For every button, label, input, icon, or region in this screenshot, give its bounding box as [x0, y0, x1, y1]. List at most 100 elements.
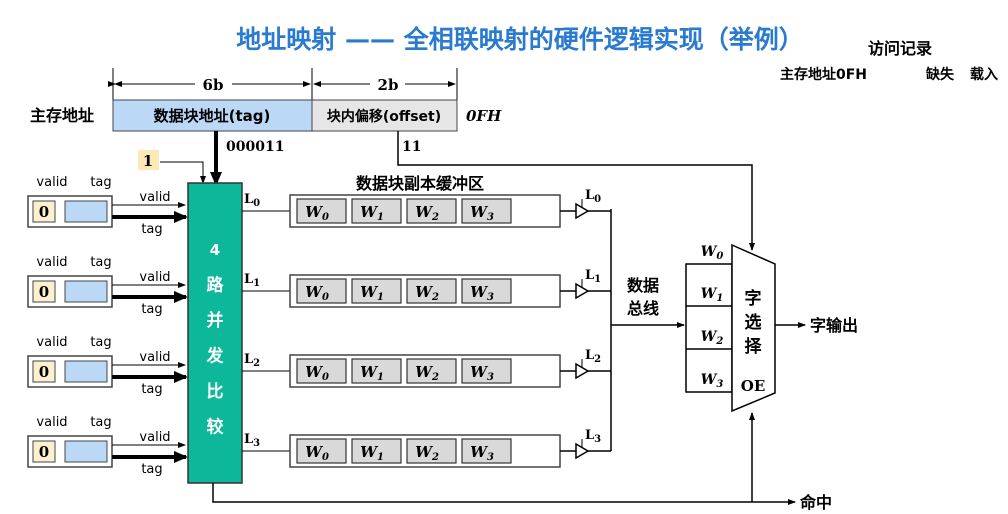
- word-cell: [296, 278, 347, 304]
- word-label: W3: [470, 443, 494, 463]
- page-title: 地址映射 —— 全相联映射的硬件逻辑实现（举例）: [236, 25, 803, 54]
- word-cell: [406, 198, 457, 224]
- word-cell: [406, 358, 457, 384]
- tristate-buffer-icon: [575, 442, 590, 460]
- word-cell: [461, 278, 512, 304]
- valid-input-line: [160, 161, 206, 184]
- tristate-buffer-icon: [575, 282, 590, 300]
- word-cell: [406, 438, 457, 464]
- word-label: W1: [360, 283, 384, 303]
- comparator-char: 路: [207, 275, 225, 296]
- tag-cell: [64, 200, 108, 223]
- word-cell: [296, 438, 347, 464]
- tag-arrow-label: tag: [141, 302, 162, 317]
- word-label: W0: [305, 203, 329, 223]
- word-cell: [296, 358, 347, 384]
- word-label: W2: [415, 203, 439, 223]
- parallel-comparator: [187, 182, 243, 484]
- tag-arrow-label: tag: [141, 382, 162, 397]
- mux-input-label: W3: [701, 372, 724, 390]
- valid-bit-cell: [32, 360, 56, 383]
- valid-bit-value: 0: [39, 443, 49, 461]
- tag-header: tag: [90, 335, 111, 350]
- valid-bit-cell: [32, 200, 56, 223]
- mux-char: 选: [745, 313, 762, 333]
- valid-arrow-label: valid: [139, 270, 170, 285]
- valid-bit-value: 0: [39, 363, 49, 381]
- tristate-buffer-icon: [575, 202, 590, 220]
- mux-input-label: W0: [701, 244, 724, 262]
- word-label: W0: [305, 443, 329, 463]
- valid-header: valid: [36, 175, 67, 190]
- tag-cell: [64, 360, 108, 383]
- buffer-enable-label: L1: [585, 268, 601, 285]
- comparator-char: 并: [207, 310, 224, 331]
- tag-header: tag: [90, 255, 111, 270]
- mux-input-stack: [685, 263, 733, 393]
- mux-enable: OE: [741, 377, 766, 395]
- buffer-enable-label: L2: [585, 348, 601, 365]
- mux-input-label: W1: [701, 286, 724, 304]
- word-cell: [351, 438, 402, 464]
- valid-arrow-label: valid: [139, 190, 170, 205]
- word-cell: [351, 278, 402, 304]
- line-select-label: L2: [244, 352, 260, 369]
- mux-char: 字: [745, 288, 762, 309]
- tag-arrow-label: tag: [141, 462, 162, 477]
- buffer-enable-label: L3: [585, 428, 601, 445]
- tag-header: tag: [90, 175, 111, 190]
- comparator-char: 4: [210, 241, 220, 259]
- output-label: 字输出: [810, 316, 858, 335]
- record-result: 缺失: [926, 66, 955, 83]
- valid-bit-value: 0: [39, 203, 49, 221]
- buffer-enable-label: L0: [585, 188, 601, 205]
- word-label: W2: [415, 363, 439, 383]
- tag-header: tag: [90, 415, 111, 430]
- tag-cell: [64, 280, 108, 303]
- valid-bit-cell: [32, 440, 56, 463]
- address-label: 主存地址: [30, 106, 94, 125]
- tag-bits: 000011: [226, 139, 284, 155]
- valid-bit-cell: [32, 280, 56, 303]
- offset-width-label: 2b: [378, 76, 399, 94]
- word-selector-mux: [731, 243, 776, 413]
- word-label: W3: [470, 363, 494, 383]
- word-cell: [406, 278, 457, 304]
- bus-label-1: 数据: [627, 276, 659, 295]
- word-cell: [461, 198, 512, 224]
- valid-header: valid: [36, 335, 67, 350]
- valid-header: valid: [36, 255, 67, 270]
- offset-line: [397, 131, 755, 251]
- comparator-char: 发: [206, 346, 225, 367]
- record-address: 主存地址0FH: [780, 66, 867, 83]
- word-cell: [461, 358, 512, 384]
- word-label: W3: [470, 283, 494, 303]
- record-heading: 访问记录: [868, 39, 932, 58]
- line-select-label: L3: [244, 432, 260, 449]
- tag-cell: [64, 440, 108, 463]
- word-cell: [461, 438, 512, 464]
- valid-arrow-label: valid: [139, 350, 170, 365]
- tag-width-label: 6b: [203, 76, 224, 94]
- word-label: W1: [360, 363, 384, 383]
- valid-bit-value: 0: [39, 283, 49, 301]
- word-label: W1: [360, 203, 384, 223]
- word-label: W0: [305, 283, 329, 303]
- tristate-buffer-icon: [575, 362, 590, 380]
- comparator-char: 比: [207, 381, 224, 402]
- tag-field-label: 数据块地址(tag): [154, 107, 271, 125]
- hit-label: 命中: [799, 493, 832, 512]
- tag-arrow-label: tag: [141, 222, 162, 237]
- tag-field: [112, 99, 313, 132]
- valid-header: valid: [36, 415, 67, 430]
- width-dimensions: [108, 68, 458, 100]
- address-value: 0FH: [466, 107, 502, 125]
- word-label: W1: [360, 443, 384, 463]
- offset-field: [311, 99, 458, 132]
- word-label: W2: [415, 443, 439, 463]
- word-cell: [351, 358, 402, 384]
